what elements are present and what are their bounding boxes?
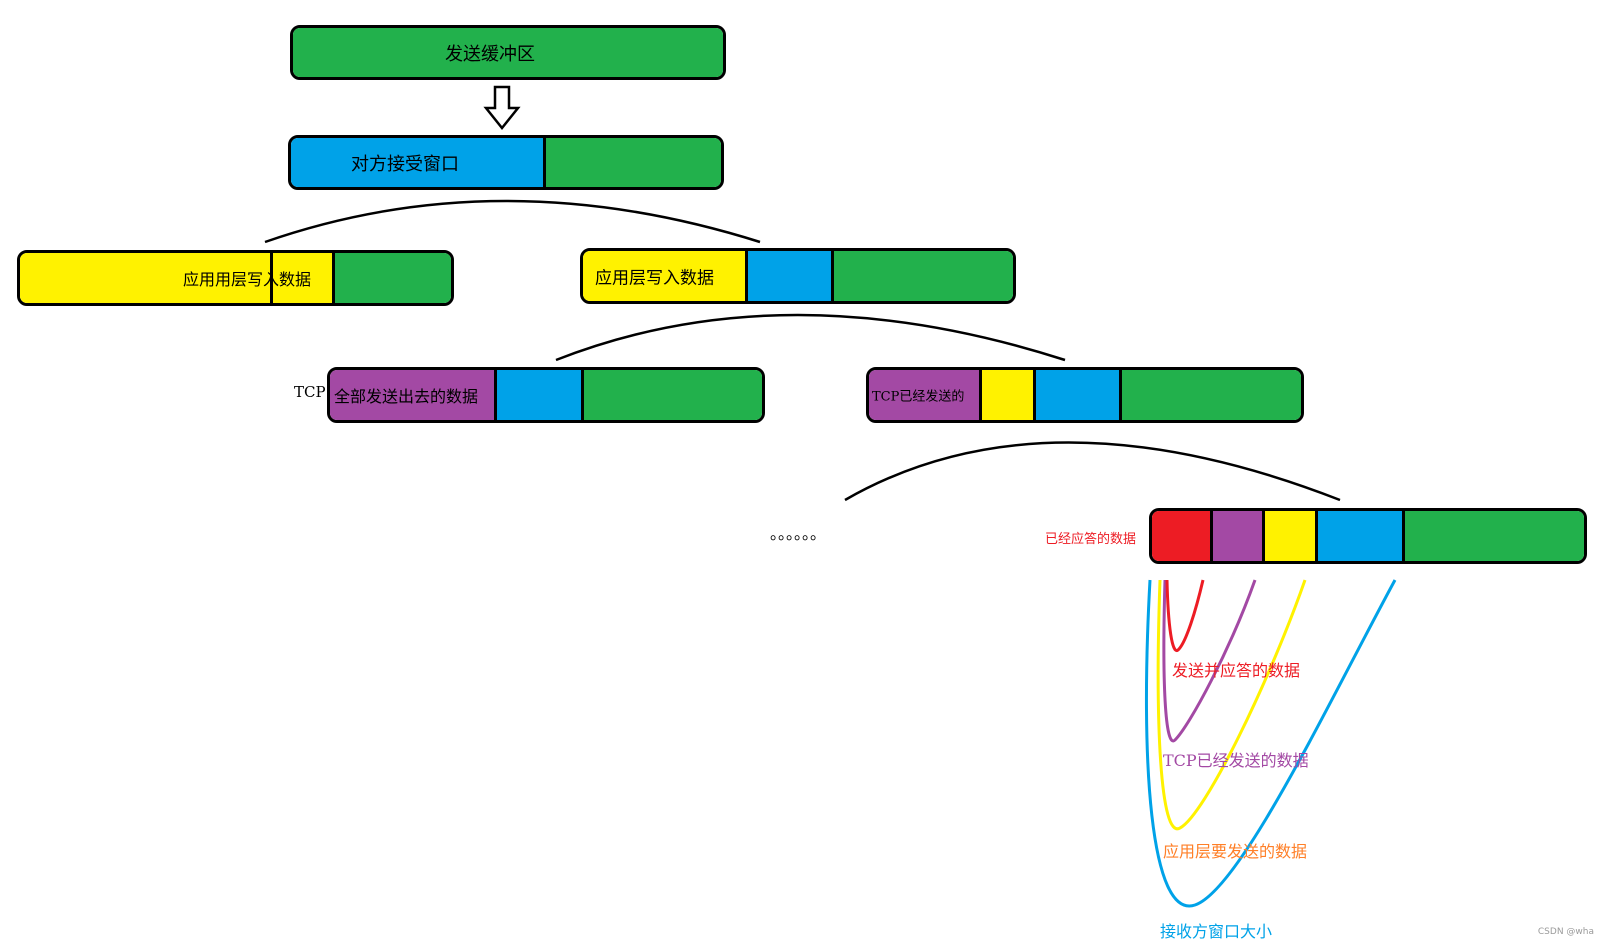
free-segment <box>1119 370 1301 420</box>
app-pending-segment <box>979 370 1033 420</box>
acked-curve <box>1165 579 1205 652</box>
send-buffer-label: 发送缓冲区 <box>445 43 535 65</box>
tcp-all-sent-label: 全部发送出去的数据 <box>334 387 479 406</box>
acked-segment <box>1152 511 1210 561</box>
final-window-bar <box>1149 508 1587 564</box>
app-write-free-segment <box>332 253 451 303</box>
tcp-sent-segment <box>1210 511 1262 561</box>
peer-free-segment <box>543 138 721 187</box>
window-remaining-segment <box>1033 370 1119 420</box>
tcp-sent-bar: TCP已经发送的 <box>866 367 1304 423</box>
app-write-yellow-segment-2 <box>270 253 332 303</box>
peer-window-label: 对方接受窗口 <box>351 153 459 175</box>
legend-acked-label: 发送并应答的数据 <box>1172 661 1301 680</box>
free-segment <box>581 370 762 420</box>
app-write-segment: 应用层写入数据 <box>583 251 745 301</box>
window-remaining-segment <box>494 370 581 420</box>
free-segment <box>1402 511 1584 561</box>
watermark: CSDN @wha <box>1537 927 1594 937</box>
legend-tcp-sent-label: TCP已经发送的数据 <box>1163 751 1309 770</box>
app-write-yellow-segment <box>20 253 270 303</box>
tcp-all-sent-bar: 全部发送出去的数据 <box>327 367 765 423</box>
tcp-sent-curve <box>1162 579 1257 743</box>
app-write-left-label: 应用用层写入数据 <box>183 270 312 289</box>
legend-recv-window-label: 接收方窗口大小 <box>1160 922 1273 941</box>
window-remaining-segment <box>745 251 831 301</box>
app-write-right-label: 应用层写入数据 <box>595 268 714 289</box>
tcp-sent-label: TCP已经发送的 <box>872 389 965 405</box>
send-buffer-segment: 发送缓冲区 <box>293 28 723 77</box>
app-pending-segment <box>1262 511 1315 561</box>
ellipsis: 。。。。。。 <box>770 524 827 543</box>
acked-side-label: 已经应答的数据 <box>1045 532 1137 547</box>
send-buffer-bar: 发送缓冲区 <box>290 25 726 80</box>
split-curve-2 <box>555 313 1066 362</box>
app-write-left-bar: 应用用层写入数据 <box>17 250 454 306</box>
split-curve-1 <box>264 199 761 244</box>
legend-app-data-label: 应用层要发送的数据 <box>1163 842 1308 861</box>
peer-window-segment: 对方接受窗口 <box>291 138 543 187</box>
recv-window-curve <box>1144 579 1397 908</box>
window-remaining-segment <box>1315 511 1402 561</box>
app-write-right-bar: 应用层写入数据 <box>580 248 1016 304</box>
peer-window-bar: 对方接受窗口 <box>288 135 724 190</box>
app-data-curve <box>1156 579 1307 831</box>
tcp-prefix-label: TCP <box>294 383 326 401</box>
split-curve-3 <box>844 441 1341 502</box>
tcp-all-sent-segment: 全部发送出去的数据 <box>330 370 494 420</box>
tcp-sent-segment: TCP已经发送的 <box>869 370 979 420</box>
down-arrow-icon <box>483 85 521 131</box>
free-segment <box>831 251 1013 301</box>
